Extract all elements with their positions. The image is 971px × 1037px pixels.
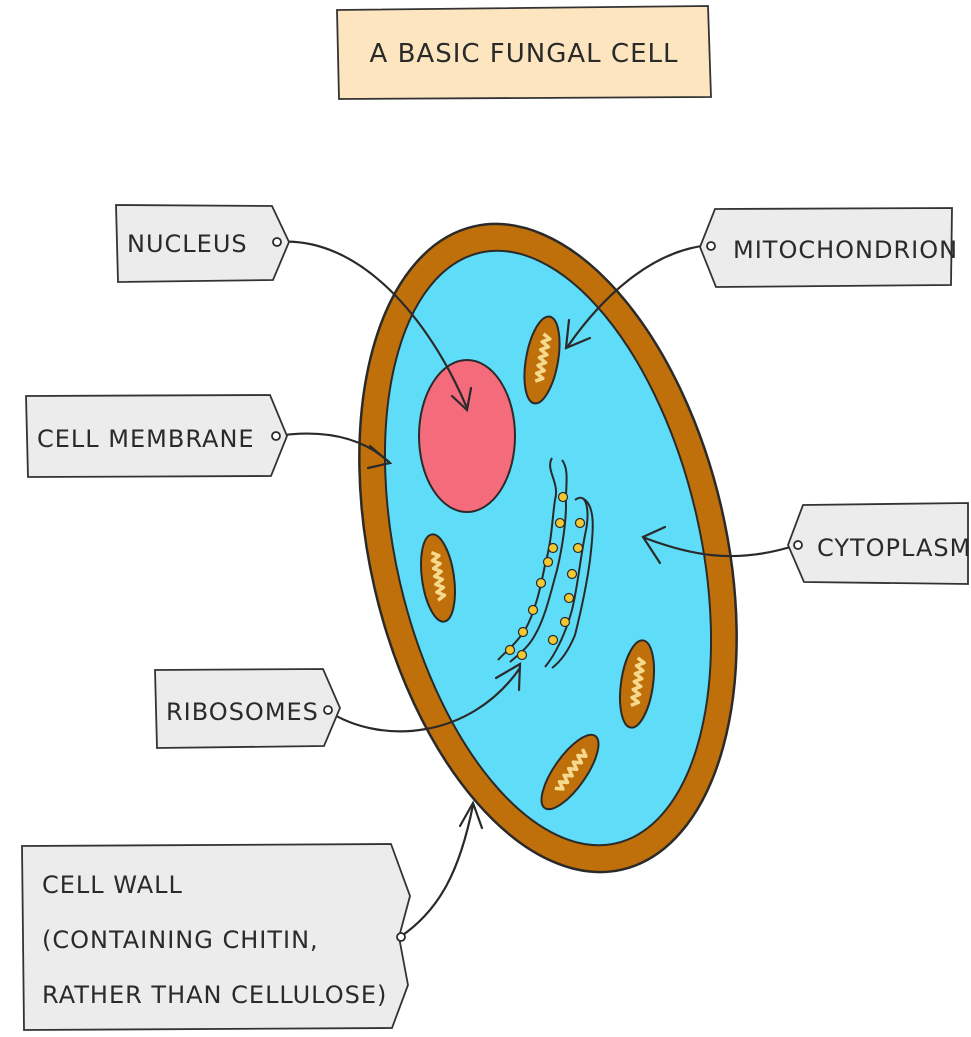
label-nucleus-pin [273, 238, 281, 246]
label-cytoplasm-text: CYTOPLASM [817, 534, 971, 562]
label-mitochondrion: MITOCHONDRION [700, 208, 958, 287]
label-mitochondrion-text: MITOCHONDRION [733, 236, 958, 264]
label-cytoplasm: CYTOPLASM [788, 503, 971, 584]
label-cell-membrane: CELL MEMBRANE [26, 395, 287, 477]
label-mitochondrion-pin [707, 242, 715, 250]
label-cytoplasm-pin [794, 541, 802, 549]
label-cell-wall-line2: (CONTAINING CHITIN, [42, 926, 319, 954]
label-cell-wall-pin [397, 933, 405, 941]
label-ribosomes-text: RIBOSOMES [166, 698, 319, 726]
title-box: A BASIC FUNGAL CELL [337, 6, 711, 99]
label-cell-wall-line1: CELL WALL [42, 871, 183, 899]
label-ribosomes-pin [324, 706, 332, 714]
cell-wall-arrow [400, 805, 473, 937]
label-cell-wall-line3: RATHER THAN CELLULOSE) [42, 981, 387, 1009]
fungal-cell [300, 186, 795, 909]
label-nucleus-text: NUCLEUS [127, 230, 248, 258]
label-cell-membrane-text: CELL MEMBRANE [37, 425, 255, 453]
label-ribosomes: RIBOSOMES [155, 669, 340, 748]
label-nucleus: NUCLEUS [116, 205, 289, 282]
diagram-title: A BASIC FUNGAL CELL [370, 39, 679, 69]
nucleus [419, 360, 515, 512]
label-cell-wall: CELL WALL (CONTAINING CHITIN, RATHER THA… [22, 844, 410, 1030]
label-cell-membrane-pin [272, 432, 280, 440]
